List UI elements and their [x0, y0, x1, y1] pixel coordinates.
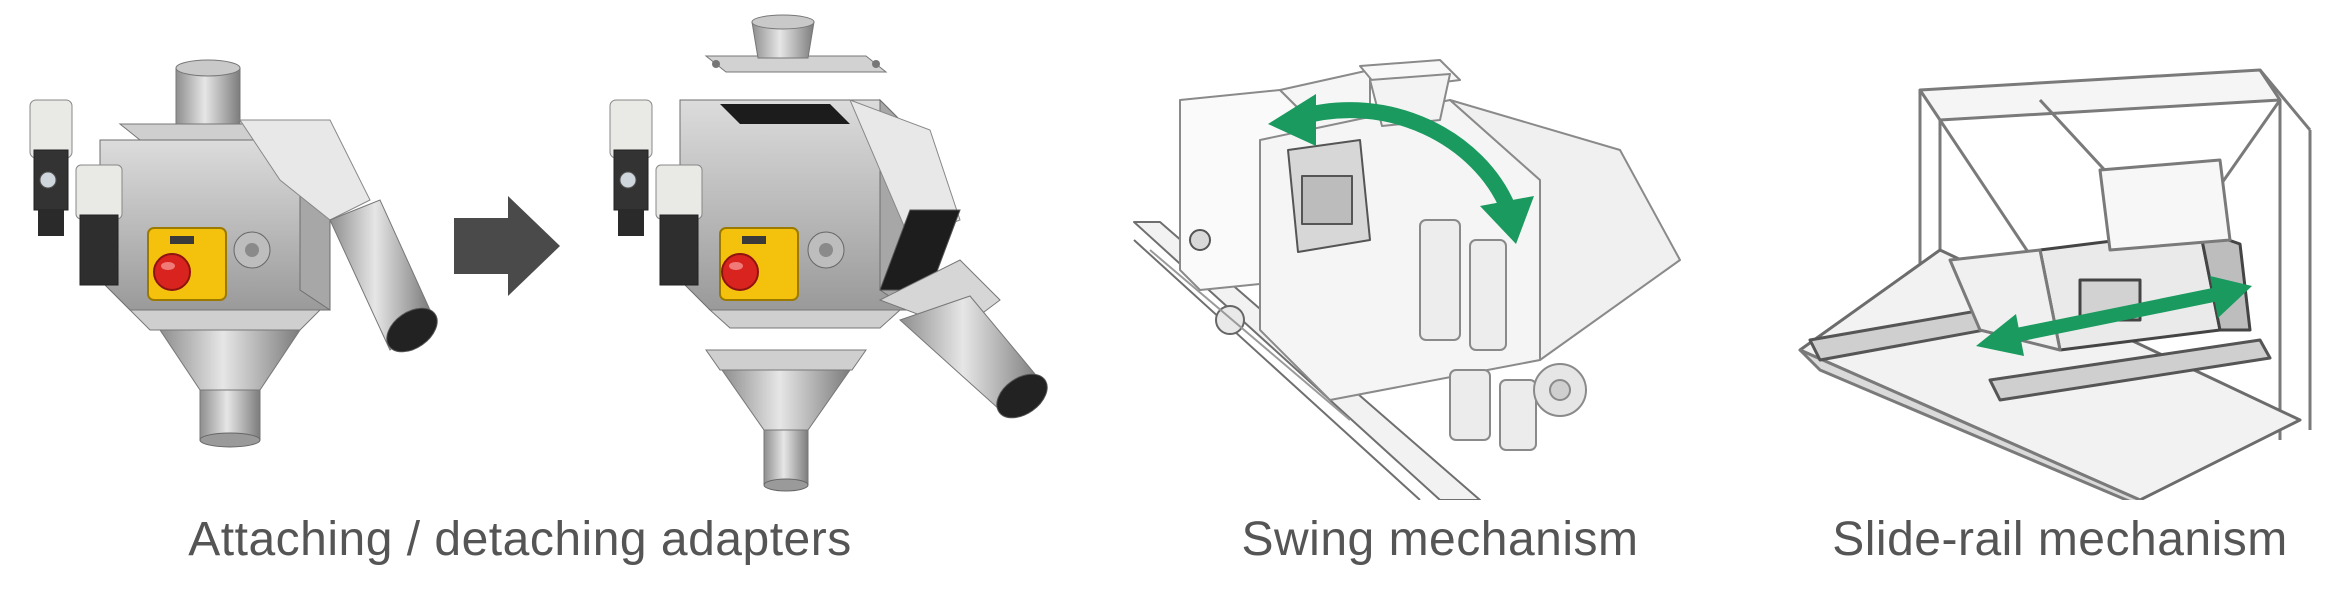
swing-illustration: [1133, 59, 1681, 500]
slide-rail-panel: Slide-rail mechanism: [1780, 0, 2340, 612]
swing-panel: Swing mechanism: [1120, 0, 1760, 612]
horizontal-double-arrow-icon: [1976, 276, 2252, 356]
top-adapter: [704, 14, 888, 73]
assembled-feeder: [29, 59, 438, 448]
swing-caption: Swing mechanism: [1241, 513, 1639, 566]
side-adapter: [878, 259, 1048, 419]
adapters-caption: Attaching / detaching adapters: [188, 513, 852, 566]
right-arrow-icon: [454, 196, 560, 296]
slide-rail-caption: Slide-rail mechanism: [1832, 513, 2288, 566]
curved-double-arrow-icon: [1268, 94, 1534, 244]
adapters-illustration: [29, 14, 1048, 492]
disassembled-feeder: [609, 14, 1048, 492]
bottom-adapter: [705, 349, 867, 492]
adapters-panel: Attaching / detaching adapters: [0, 0, 1100, 612]
